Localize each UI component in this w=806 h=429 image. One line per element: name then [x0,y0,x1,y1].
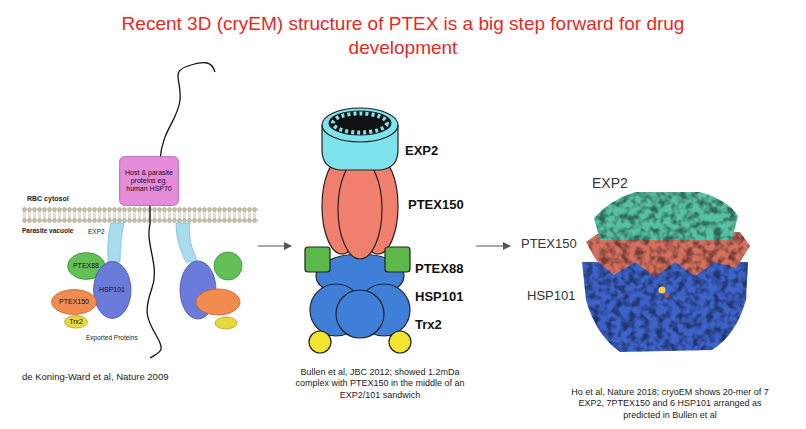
blob-fill [52,290,97,315]
exp2-rim [333,114,387,133]
node-label: PTEX88 [73,262,99,270]
protein-label: EXP2 [405,143,438,159]
density-texture [582,192,750,352]
membrane-illustration [22,63,258,358]
protein-label: EXP2 [88,228,105,236]
protein-label: PTEX88 [415,261,463,277]
box-fill [120,157,179,206]
trx2-blob [215,317,237,329]
texture-patch [582,262,748,352]
trx2-shape [309,331,331,353]
blob-fill [93,262,130,319]
protein-label: HSP101 [415,289,463,305]
node-label: PTEX150 [59,298,89,306]
complex-model [305,108,411,353]
protein-label: Trx2 [415,317,442,333]
step-arrow [476,245,510,246]
exp2-stalk [176,223,198,262]
exp2-stalk [108,223,124,262]
node-label: HSP101 [99,286,125,294]
step-arrow [258,245,291,246]
protein-label: Exported Proteins [86,334,138,342]
caption-text: de Koning-Ward et al, Nature 2009 [22,371,172,383]
text-holder: PTEX88 [73,262,99,270]
text-holder: Host & parasite proteins eg. human HSP70 [122,169,176,192]
ptex88-blob [214,252,242,280]
trx2-shape [389,331,411,353]
protein-label: EXP2 [592,175,628,193]
exp2-shape [322,108,398,142]
blob-fill [65,316,88,328]
protein-chain [160,63,215,160]
protein-chain [147,204,161,358]
ptex150-blob [196,289,240,315]
protein-label: PTEX150 [521,236,577,252]
caption-text: Bullen et al, JBC 2012; showed 1.2mDa co… [283,367,477,401]
hsp101-shape [336,290,384,338]
exp2-pore [340,118,380,130]
density-spot [659,287,666,294]
ptex150-shape [338,159,382,259]
text-holder: PTEX150 [59,298,89,306]
exp2-density [594,192,738,240]
node-label: Trx2 [69,318,83,326]
protein-label: HSP101 [527,288,575,304]
text-holder: Trx2 [69,318,83,326]
region-label: RBC cytosol [27,195,69,204]
ptex88-shape [385,247,410,272]
protein-blob: HSP101 [93,261,132,319]
ptex88-shape [305,247,330,272]
exp2-pore [329,111,391,135]
protein-label: PTEX150 [408,197,464,213]
text-holder: HSP101 [99,286,125,294]
cryoem-map [582,192,750,352]
caption-text: Ho et al, Nature 2018; cryoEM shows 20-m… [566,387,774,421]
region-label: Parasite vacuole [22,227,73,235]
hsp101-density [582,262,748,352]
protein-box: Host & parasite proteins eg. human HSP70 [119,156,179,206]
lipid-bilayer [22,207,258,223]
node-label: Host & parasite proteins eg. human HSP70 [122,169,176,192]
protein-blob: PTEX150 [51,289,97,315]
slide-title: Recent 3D (cryEM) structure of PTEX is a… [73,12,733,60]
protein-blob: Trx2 [64,315,88,329]
texture-patch [594,192,738,240]
density-spot [665,294,669,298]
